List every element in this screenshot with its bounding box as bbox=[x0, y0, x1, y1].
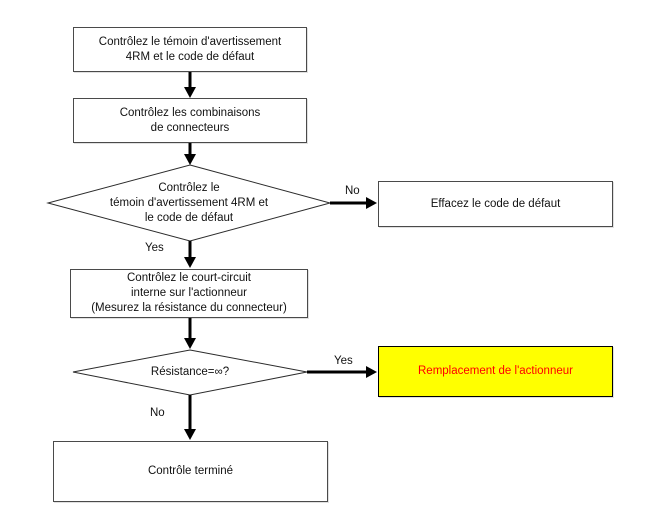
arrow-check-warning-to-connectors bbox=[184, 72, 196, 98]
node-line: Contrôlez le bbox=[158, 181, 220, 194]
arrow-decision1-yes-to-short-circuit bbox=[184, 241, 196, 268]
node-line: témoin d'avertissement 4RM et bbox=[109, 196, 269, 209]
arrow-decision1-no-to-erase bbox=[330, 197, 377, 209]
node-check-complete: Contrôle terminé bbox=[53, 441, 328, 502]
node-replace-actuator: Remplacement de l'actionneur bbox=[378, 346, 613, 397]
edge-label-decision1-no: No bbox=[344, 184, 361, 199]
arrow-connectors-to-decision1 bbox=[184, 143, 196, 165]
node-line: (Mesurez la résistance du connecteur) bbox=[91, 302, 287, 314]
node-line: Contrôlez le témoin d'avertissement bbox=[98, 35, 282, 48]
decision-resistance-label: Résistance=∞? bbox=[73, 350, 307, 395]
node-line: Remplacement de l'actionneur bbox=[418, 365, 573, 377]
edge-label-decision1-yes: Yes bbox=[144, 241, 165, 256]
node-line: le code de défaut bbox=[144, 211, 234, 224]
node-erase-fault-code: Effacez le code de défaut bbox=[378, 181, 613, 227]
arrow-short-circuit-to-decision2 bbox=[184, 318, 196, 349]
edge-label-decision2-yes: Yes bbox=[333, 354, 354, 369]
node-line: Effacez le code de défaut bbox=[430, 197, 561, 210]
node-check-warning-light: Contrôlez le témoin d'avertissement 4RM … bbox=[73, 27, 307, 72]
node-line: Contrôlez les combinaisons bbox=[119, 106, 261, 119]
arrow-decision2-no-to-complete bbox=[184, 395, 196, 440]
node-line: Résistance=∞? bbox=[150, 366, 230, 378]
edge-label-decision2-no: No bbox=[149, 406, 166, 421]
decision-warning-light-label: Contrôlez le témoin d'avertissement 4RM … bbox=[48, 165, 330, 241]
node-line: de connecteurs bbox=[150, 121, 230, 134]
node-line: interne sur l'actionneur bbox=[131, 287, 247, 299]
node-line: Contrôle terminé bbox=[147, 465, 233, 477]
arrow-decision2-yes-to-replace bbox=[307, 366, 377, 378]
node-line: Contrôlez le court-circuit bbox=[127, 272, 251, 284]
node-line: 4RM et le code de défaut bbox=[125, 50, 255, 63]
node-check-short-circuit: Contrôlez le court-circuit interne sur l… bbox=[70, 269, 308, 318]
node-check-connectors: Contrôlez les combinaisons de connecteur… bbox=[73, 98, 307, 143]
